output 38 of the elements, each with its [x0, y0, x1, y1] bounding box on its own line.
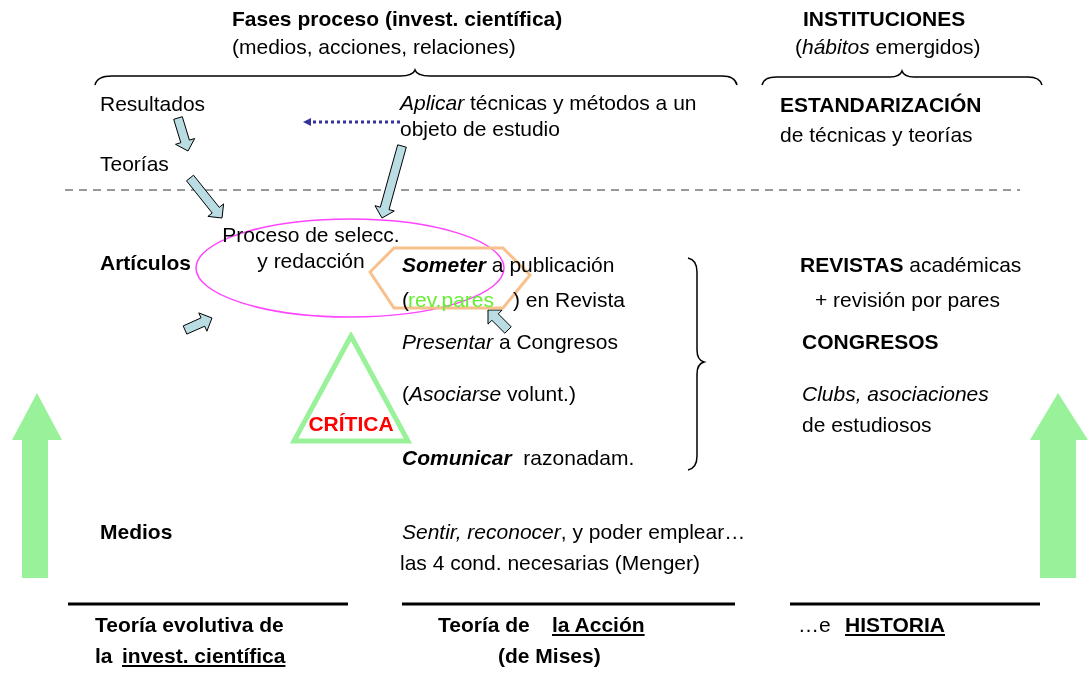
text-label: Clubs, asociaciones	[802, 381, 989, 407]
dotted-arrow	[303, 118, 400, 126]
text-label: de técnicas y teorías	[780, 122, 973, 148]
text-label: HISTORIA	[845, 612, 945, 638]
text-label: Teoría de	[438, 612, 530, 638]
block-arrow	[186, 174, 225, 219]
text-label: Medios	[100, 519, 173, 545]
text-label: (Asociarse volunt.)	[402, 381, 576, 407]
text-label: Artículos	[100, 250, 191, 276]
text-label: (de Mises)	[498, 643, 601, 669]
text-label: (	[402, 287, 409, 313]
text-label: las 4 cond. necesarias (Menger)	[400, 550, 700, 576]
text-label: de estudiosos	[802, 412, 932, 438]
text-label: Sentir, reconocer, y poder emplear…	[402, 519, 746, 545]
text-label: Fases proceso (invest. científica)	[232, 6, 563, 32]
text-label: CONGRESOS	[802, 329, 939, 355]
text-label: …e	[798, 612, 831, 638]
text-label: ESTANDARIZACIÓN	[780, 92, 982, 118]
block-arrow	[182, 312, 213, 335]
text-label: (medios, acciones, relaciones)	[232, 34, 516, 60]
block-arrow	[374, 144, 407, 219]
text-label: Comunicar razonadam.	[402, 445, 635, 471]
text-label: Presentar a Congresos	[402, 329, 618, 355]
text-label: invest. científica	[122, 643, 286, 669]
node-text: Teorías	[100, 151, 170, 177]
text-label: la	[95, 643, 113, 669]
node-text: Resultados	[100, 91, 207, 117]
block-arrow	[173, 116, 196, 152]
text-label: (hábitos emergidos)	[795, 34, 981, 60]
text-label: Teoría evolutiva de	[95, 612, 284, 638]
text-label: REVISTAS académicas	[800, 252, 1022, 278]
node-text: CRÍTICA	[307, 411, 395, 437]
node-text: Aplicar técnicas y métodos a un objeto de estudio	[400, 90, 698, 142]
text-label: INSTITUCIONES	[803, 6, 966, 32]
text-label: la Acción	[552, 612, 645, 638]
text-label: + revisión por pares	[815, 287, 1000, 313]
text-label: ) en Revista	[513, 287, 626, 313]
block-arrow	[487, 309, 512, 334]
